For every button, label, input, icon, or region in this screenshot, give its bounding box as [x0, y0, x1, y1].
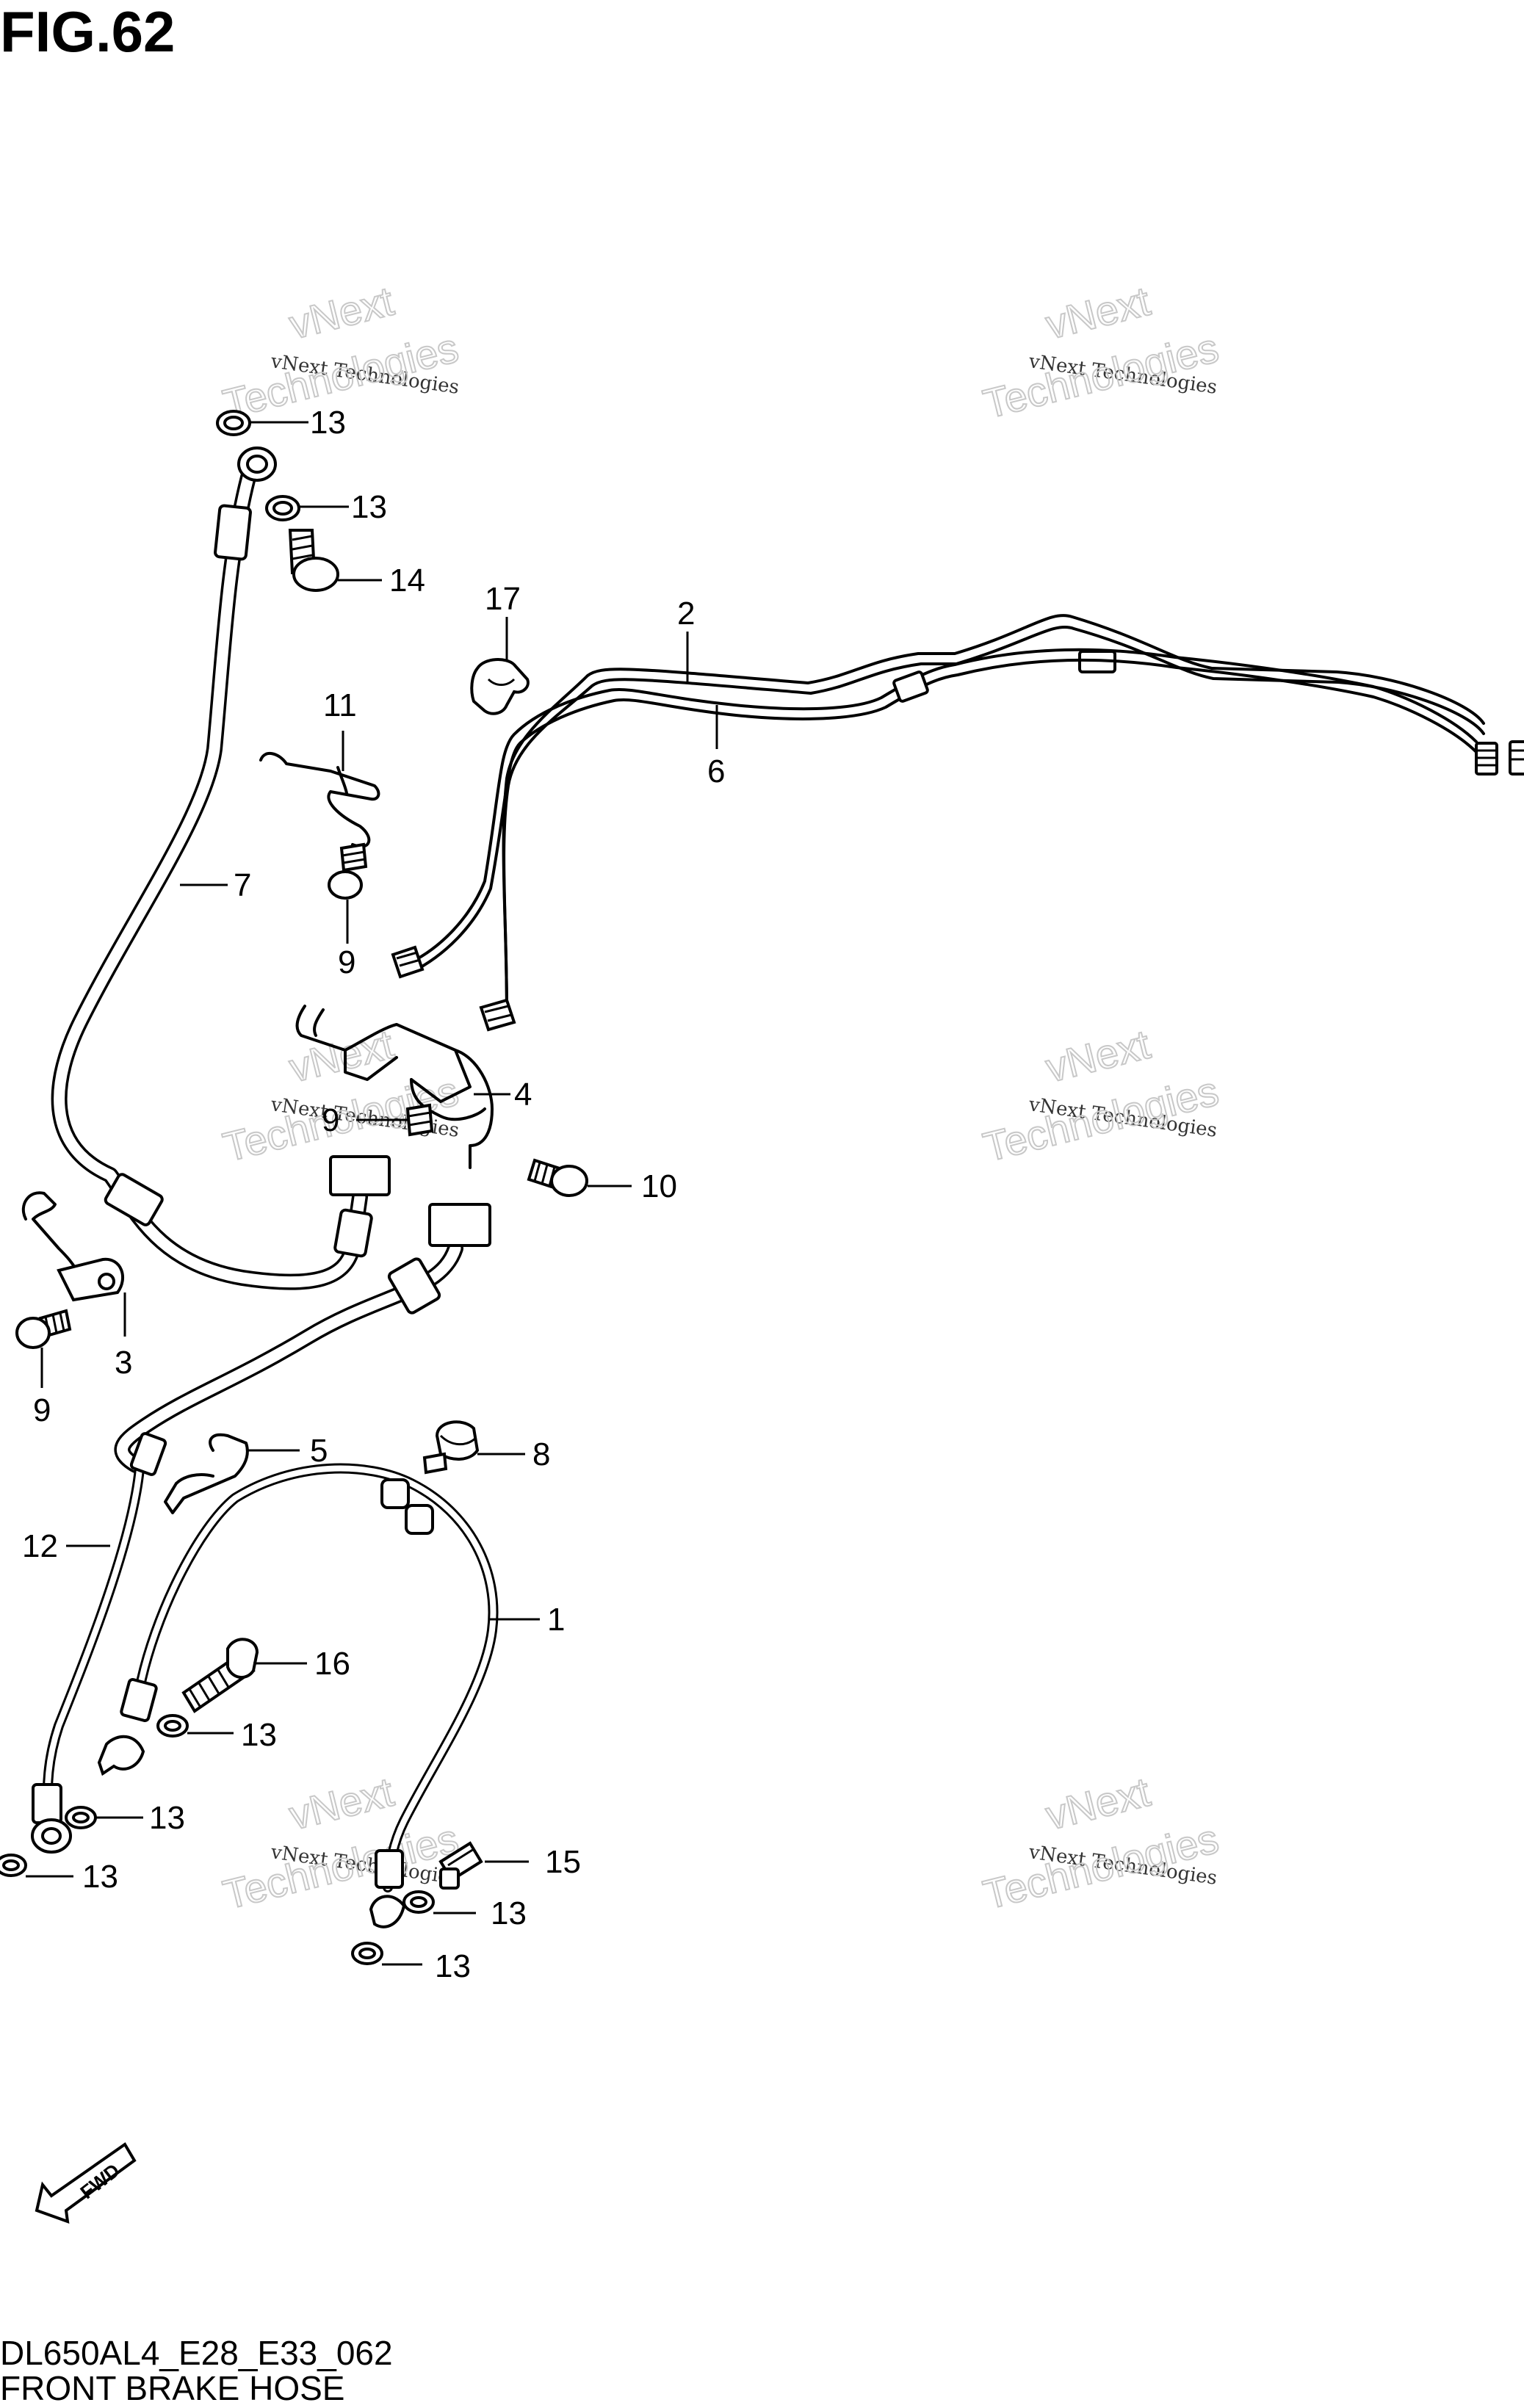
callout-labels: 13 13 14 17 2 6 11 7 9 4 9 10 3 9 5 8 12…	[22, 405, 725, 1984]
callout-13: 13	[491, 1895, 527, 1931]
callout-15: 15	[545, 1844, 581, 1880]
brake-pipe-part-6	[410, 648, 1478, 974]
svg-text:Technologies: Technologies	[979, 1067, 1223, 1170]
callout-11: 11	[323, 687, 357, 723]
bolt-part-9-lower	[15, 1309, 72, 1349]
brake-pipe-part-2	[502, 614, 1485, 1015]
callout-13: 13	[241, 1717, 277, 1753]
callout-leaders	[26, 421, 718, 1966]
callout-2: 2	[677, 596, 695, 632]
callout-1: 1	[547, 1602, 565, 1638]
callout-16: 16	[314, 1646, 350, 1682]
bolt-part-9-upper	[328, 842, 368, 900]
model-code: DL650AL4_E28_E33_062	[0, 2334, 393, 2372]
brake-hose-part-12	[31, 1203, 491, 1854]
svg-text:vNext: vNext	[1041, 1021, 1155, 1091]
callout-17: 17	[485, 581, 521, 617]
bolt-part-16	[181, 1638, 259, 1713]
svg-text:vNext: vNext	[1041, 278, 1155, 348]
brake-hose-part-1	[97, 1463, 499, 1928]
callout-7: 7	[234, 867, 251, 903]
callout-14: 14	[389, 563, 425, 599]
callout-5: 5	[310, 1433, 328, 1469]
pipe-end-fittings-right	[1475, 740, 1524, 775]
callout-4: 4	[514, 1077, 532, 1113]
callout-13: 13	[82, 1859, 118, 1895]
callout-6: 6	[707, 753, 725, 789]
callout-12: 12	[22, 1528, 58, 1564]
callout-9: 9	[33, 1392, 51, 1428]
brake-hose-part-7	[51, 469, 391, 1290]
pipe-end-fittings-left	[391, 945, 516, 1032]
callout-13: 13	[351, 489, 387, 525]
junction-bracket-part-4	[295, 1005, 494, 1169]
callout-13: 13	[435, 1948, 471, 1984]
bleeder-part-15	[438, 1841, 483, 1890]
svg-text:Technologies: Technologies	[979, 324, 1223, 427]
watermark-middle-left: vNext Technologies vNext Technologies	[218, 1020, 463, 1171]
fwd-direction-marker: FWD	[35, 2142, 137, 2224]
bracket-part-3	[21, 1191, 125, 1302]
svg-text:vNext: vNext	[285, 278, 399, 348]
clamp-part-5	[164, 1433, 249, 1514]
figure-title: FIG.62	[0, 0, 175, 64]
watermark-bottom-right: vNext Technologies vNext Technologies	[978, 1768, 1224, 1919]
callout-3: 3	[115, 1345, 132, 1381]
svg-text:vNext: vNext	[285, 1768, 399, 1839]
figure-caption: FRONT BRAKE HOSE	[0, 2369, 344, 2407]
banjo-fitting-top	[216, 410, 339, 592]
svg-text:Technologies: Technologies	[979, 1815, 1223, 1917]
callout-10: 10	[641, 1168, 677, 1204]
clamp-part-17	[470, 658, 530, 715]
svg-text:vNext: vNext	[1041, 1768, 1155, 1839]
watermark-middle-right: vNext Technologies vNext Technologies	[978, 1020, 1224, 1171]
watermark-top-right: vNext Technologies vNext Technologies	[978, 277, 1224, 428]
bolt-part-10	[527, 1158, 588, 1197]
callout-9: 9	[338, 944, 355, 980]
callout-9: 9	[322, 1102, 339, 1138]
clamp-part-8	[422, 1420, 480, 1475]
callout-13: 13	[310, 405, 346, 441]
callout-13: 13	[149, 1800, 185, 1836]
bracket-part-11	[259, 752, 380, 848]
washers-part-1	[156, 1714, 435, 1965]
callout-8: 8	[532, 1436, 550, 1472]
